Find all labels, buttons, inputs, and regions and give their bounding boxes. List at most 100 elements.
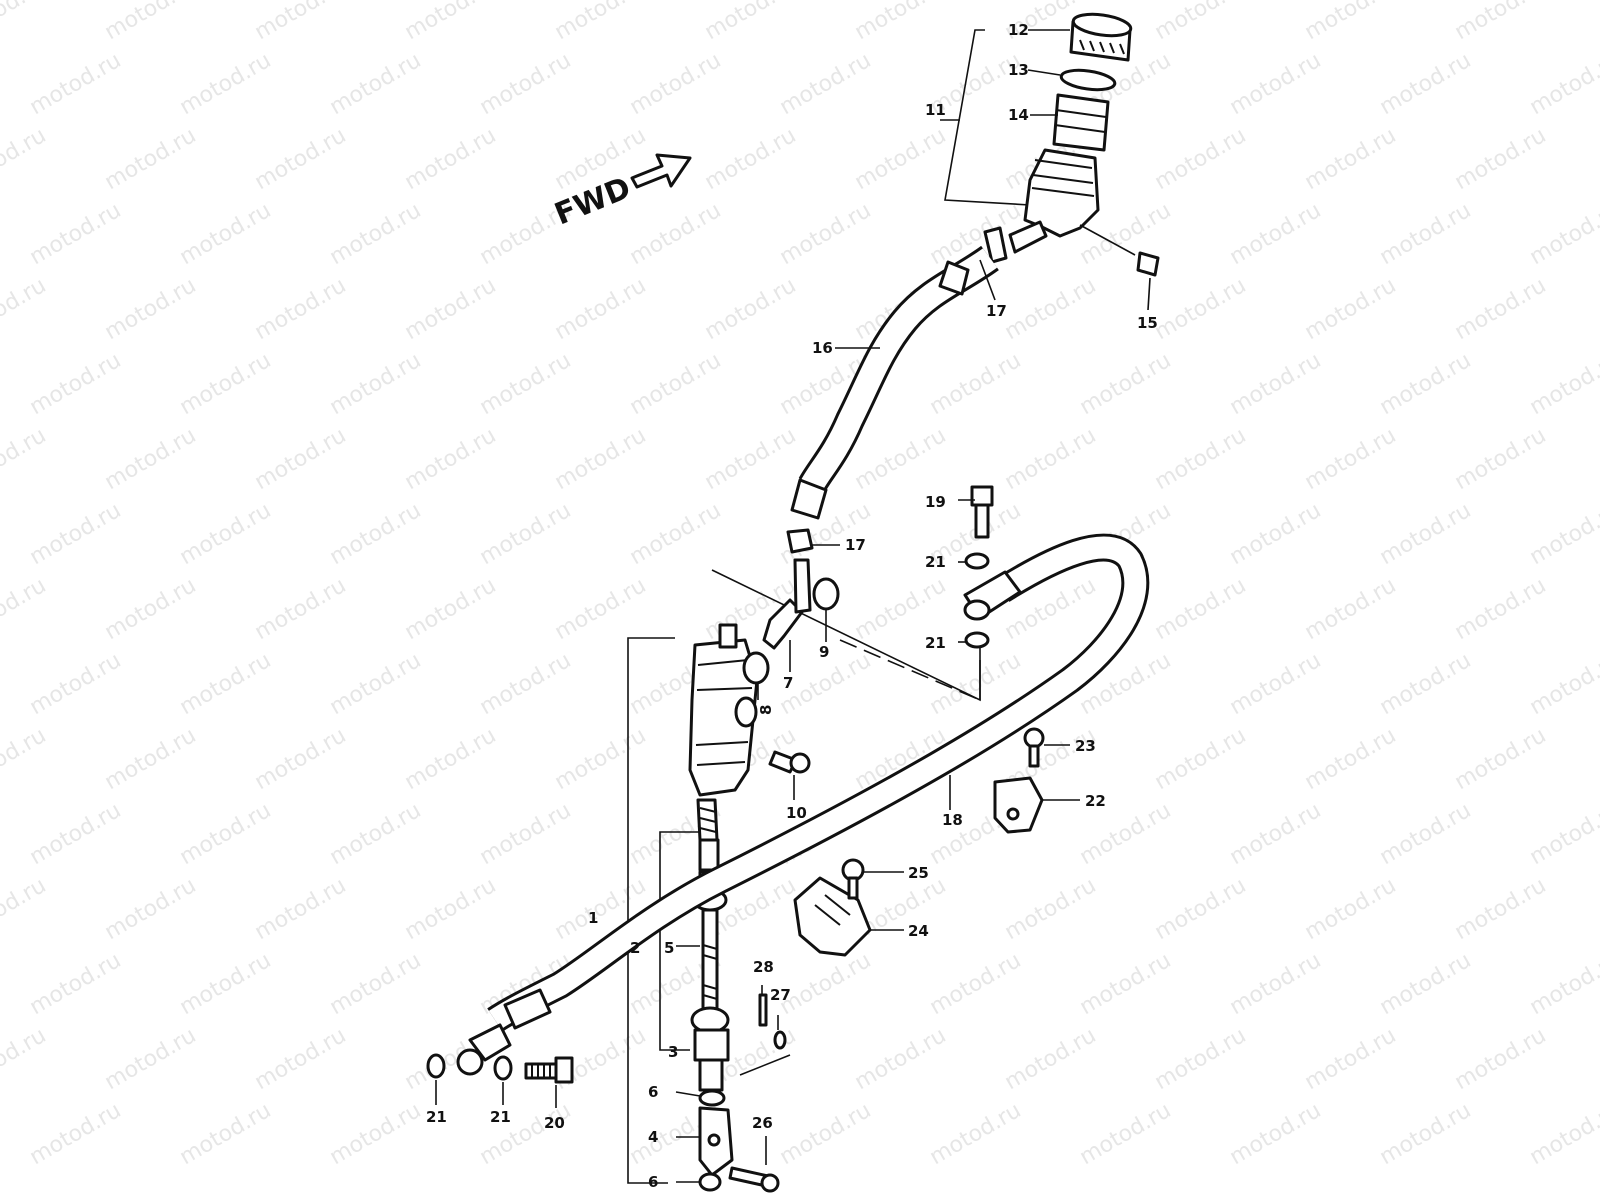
callout-7: 7 [783,674,793,692]
reservoir-neck [1052,93,1110,152]
watermark-text: motod.ru [326,948,426,1020]
reservoir-body [1023,148,1100,238]
watermark-text: motod.ru [26,648,126,720]
watermark-text: motod.ru [851,123,951,195]
bolt-20-head [554,1056,574,1084]
watermark-text: motod.ru [1526,498,1600,570]
o-ring-8 [742,651,770,685]
bolt-20-shank [524,1062,558,1080]
watermark-text: motod.ru [326,198,426,270]
callout-1: 1 [588,909,598,927]
neck-lines [1054,109,1107,133]
watermark-text: motod.ru [101,573,201,645]
watermark-text: motod.ru [776,1098,876,1170]
banjo-upper [963,599,991,621]
watermark-text: motod.ru [251,1023,351,1095]
watermark-text: motod.ru [1226,1098,1326,1170]
bracket-2 [659,831,708,1051]
cylinder-inlet [718,623,738,649]
washer-6-upper [698,1089,726,1107]
watermark-text: motod.ru [251,423,351,495]
callout-14: 14 [1008,106,1029,124]
watermark-text: motod.ru [0,123,50,195]
watermark-text: motod.ru [1076,948,1176,1020]
bolt-23 [1023,727,1045,768]
watermark-text: motod.ru [626,48,726,120]
guide-24-lines [814,894,851,926]
watermark-text: motod.ru [1526,348,1600,420]
bolt-15-head [1136,251,1160,277]
watermark-text: motod.ru [101,273,201,345]
watermark-text: motod.ru [101,423,201,495]
watermark-text: motod.ru [1226,798,1326,870]
watermark-text: motod.ru [0,273,50,345]
watermark-text: motod.ru [1376,198,1476,270]
adjuster [698,1058,724,1092]
watermark-text: motod.ru [551,423,651,495]
watermark-text: motod.ru [1151,873,1251,945]
watermark-text: motod.ru [776,948,876,1020]
bracket-1 [627,637,675,1184]
elbow-pipe [793,558,812,614]
callout-28: 28 [753,958,774,976]
hose-16-top-end [938,260,970,296]
callout-17-upper: 17 [986,302,1007,320]
watermark-text: motod.ru [476,48,576,120]
watermark-text: motod.ru [1226,48,1326,120]
guide-22-body [993,776,1044,834]
callout-numbers: 12 13 14 11 17 15 16 17 19 21 21 23 22 1… [426,21,1158,1191]
watermark-text: motod.ru [1301,0,1401,45]
cap-grip [1079,39,1125,55]
washer-21-a [964,552,990,570]
reservoir-ridges [1031,159,1095,197]
banjo-bolt-19 [970,485,994,539]
watermark-text: motod.ru [1301,423,1401,495]
callout-4: 4 [648,1128,658,1146]
watermark-text: motod.ru [1526,948,1600,1020]
watermark-text: motod.ru [1301,1023,1401,1095]
washer-27 [773,1030,787,1050]
watermark-text: motod.ru [551,273,651,345]
watermark-text: motod.ru [1451,123,1551,195]
watermark-text: motod.ru [476,348,576,420]
cotter-pin-28 [758,993,768,1027]
watermark-text: motod.ru [251,723,351,795]
watermark-text: motod.ru [1001,273,1101,345]
bolt-23-head [1023,727,1045,749]
callout-5: 5 [664,939,674,957]
callout-21-middle: 21 [925,634,946,652]
watermark-text: motod.ru [476,648,576,720]
fwd-arrow-icon [630,153,692,189]
watermark-text: motod.ru [1451,1023,1551,1095]
callout-20: 20 [544,1114,565,1132]
watermark-text: motod.ru [176,798,276,870]
watermark-text: motod.ru [551,723,651,795]
watermark-text: motod.ru [1151,723,1251,795]
callout-16: 16 [812,339,833,357]
watermark-text: motod.ru [926,1098,1026,1170]
callout-18: 18 [942,811,963,829]
boot-3 [693,1028,730,1062]
callout-21-lower-left: 21 [426,1108,447,1126]
leader-lines [435,29,1151,1183]
watermark-text: motod.ru [326,648,426,720]
watermark-text: motod.ru [1301,873,1401,945]
reservoir-assembly [944,12,1160,277]
cylinder-lines [695,659,753,766]
callout-25: 25 [908,864,929,882]
watermark-text: motod.ru [1001,873,1101,945]
callout-6-lower: 6 [648,1173,658,1191]
watermark-text: motod.ru [1076,1098,1176,1170]
hose-16-end [790,478,828,520]
callout-2: 2 [630,939,640,957]
banjo-lower [456,1048,484,1076]
watermark-text: motod.ru [0,873,50,945]
watermark-text: motod.ru [1526,48,1600,120]
watermark-text: motod.ru [401,0,501,45]
watermark-text: motod.ru [326,1098,426,1170]
watermark-text: motod.ru [251,123,351,195]
watermark-text: motod.ru [326,348,426,420]
callout-15: 15 [1137,314,1158,332]
watermark-text: motod.ru [26,348,126,420]
